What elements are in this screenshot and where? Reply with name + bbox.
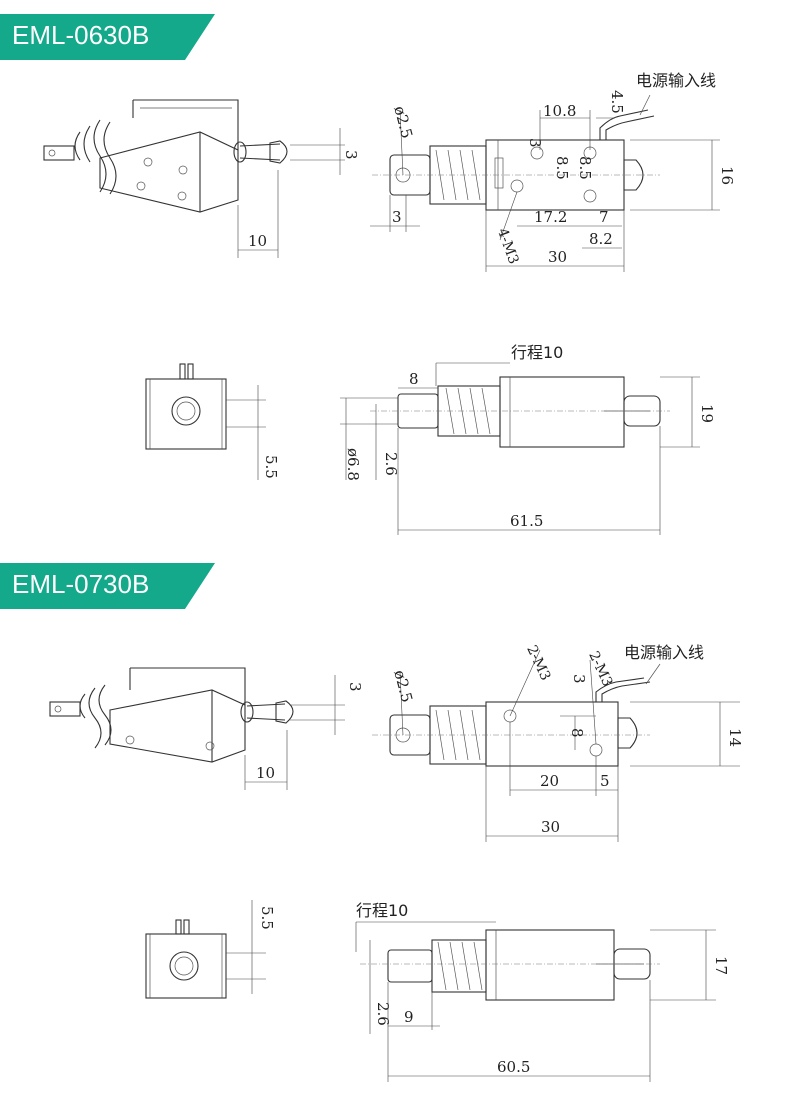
dim-label: 17.2	[534, 208, 567, 226]
end-view-1: 5.5	[145, 363, 280, 480]
stroke-label: 行程10	[511, 343, 563, 362]
side-view-2: 行程10 2.6 9 17 60.5	[355, 901, 730, 1082]
lead-label: 电源输入线	[636, 71, 716, 90]
dim-label: 3	[392, 208, 402, 226]
dim-label: 30	[548, 248, 567, 266]
dim-label: 5.5	[262, 455, 280, 479]
dim-label: 3	[526, 138, 544, 148]
dim-label: 20	[540, 772, 559, 790]
banner-shape	[0, 14, 215, 60]
dim-label: 9	[404, 1008, 414, 1026]
dim-label: 7	[599, 208, 609, 226]
banner-shape	[0, 563, 215, 609]
top-view-2: 电源输入线 ø2.5 2-M3 2-M3 3 8 14 20 5 30	[372, 643, 744, 842]
dim-label: 61.5	[510, 512, 543, 530]
dim-label: ø2.5	[390, 104, 416, 140]
top-view-1: 电源输入线 ø2.5 10.8 4.5 3 8.5 8.5 16 3 4-M3 …	[370, 71, 736, 272]
side-view-1: 行程10 8 ø6.8 2.6 19 61.5	[340, 343, 716, 535]
dim-label: 4.5	[608, 90, 626, 114]
dim-label: 3	[342, 150, 360, 160]
model-title: EML-0630B	[12, 20, 150, 50]
iso-view-2: 3 10	[49, 667, 364, 790]
end-view-2: 5.5	[145, 900, 276, 999]
iso-view-1: 3 10	[43, 99, 360, 258]
dim-label: 8	[409, 370, 419, 388]
dim-label: 4-M3	[494, 226, 522, 266]
dim-label: ø6.8	[344, 448, 362, 481]
dim-label: 2-M3	[585, 649, 615, 689]
dim-label: 16	[718, 166, 736, 185]
dim-label: 5	[600, 772, 610, 790]
dim-label: 8	[568, 728, 586, 738]
dim-label: 10	[248, 232, 267, 250]
dim-label: 10.8	[543, 102, 576, 120]
dim-label: 8.5	[553, 156, 571, 180]
dim-label: 19	[698, 404, 716, 423]
dim-label: ø2.5	[390, 668, 416, 704]
dim-label: 8.5	[576, 156, 594, 180]
dim-label: 3	[346, 682, 364, 692]
dim-label: 3	[570, 674, 588, 684]
dim-label: 2.6	[374, 1002, 392, 1026]
dim-label: 14	[726, 728, 744, 747]
dim-label: 17	[712, 956, 730, 975]
dim-label: 8.2	[589, 230, 613, 248]
dim-label: 2.6	[382, 452, 400, 476]
dim-label: 10	[256, 764, 275, 782]
model-title: EML-0730B	[12, 569, 150, 599]
dim-label: 5.5	[258, 906, 276, 930]
dim-label: 30	[541, 818, 560, 836]
stroke-label: 行程10	[356, 901, 408, 920]
lead-label: 电源输入线	[624, 643, 704, 662]
dim-label: 60.5	[497, 1058, 530, 1076]
